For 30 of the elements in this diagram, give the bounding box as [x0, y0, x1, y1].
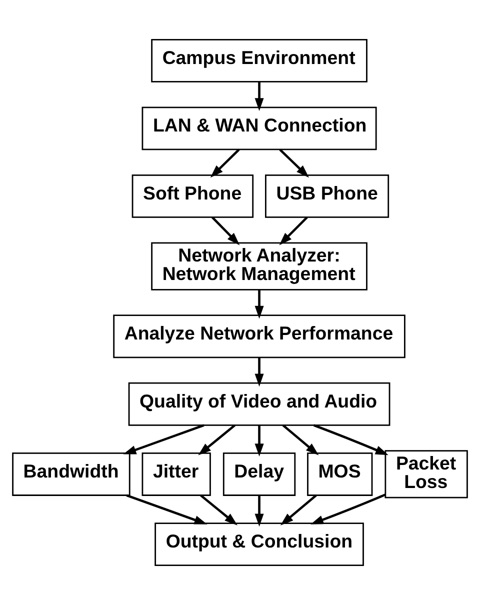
arrow [123, 424, 204, 454]
arrow [211, 216, 240, 245]
arrow [254, 81, 264, 110]
arrow [313, 424, 388, 455]
arrow [254, 290, 264, 318]
node-box: Soft Phone [132, 174, 254, 218]
node-box: Output & Conclusion [154, 522, 364, 566]
arrow [198, 424, 236, 455]
node-box: Bandwidth [12, 452, 130, 496]
arrow [282, 424, 319, 455]
arrow [279, 216, 308, 245]
node-box: Analyze Network Performance [113, 314, 406, 358]
node-box: Delay [222, 452, 296, 496]
arrow [254, 357, 264, 386]
node-box: MOS [307, 452, 373, 496]
node-box: Quality of Video and Audio [128, 382, 390, 426]
arrow [210, 148, 240, 178]
arrow [254, 494, 264, 526]
arrow [200, 494, 238, 525]
node-box: LAN & WAN Connection [142, 106, 377, 150]
arrow [126, 494, 208, 524]
node-box: Packet Loss [384, 450, 468, 498]
arrow [310, 493, 386, 524]
arrow [280, 494, 317, 525]
node-box: Campus Environment [151, 38, 368, 82]
arrow [279, 148, 309, 178]
node-box: USB Phone [265, 174, 390, 218]
node-box: Jitter [142, 452, 211, 496]
node-box: Network Analyzer: Network Management [151, 242, 368, 290]
arrow [254, 424, 264, 456]
